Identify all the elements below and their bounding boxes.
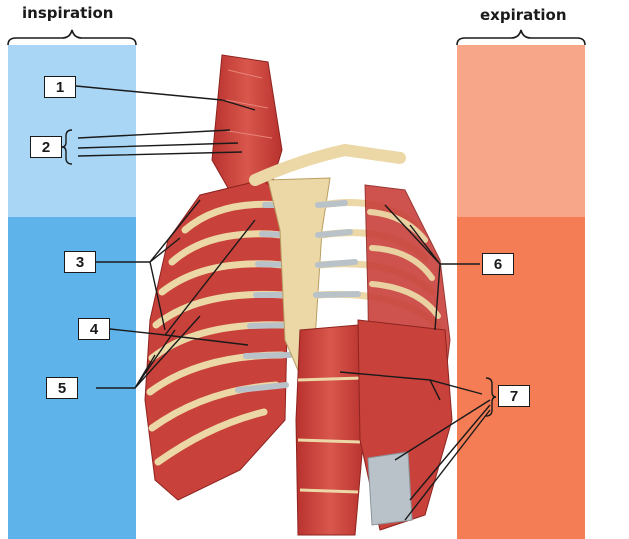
label-2: 2 — [30, 136, 62, 158]
inspiration-brace — [7, 29, 137, 46]
left-rib-cage — [144, 179, 291, 501]
thorax-illustration — [144, 54, 453, 536]
expiration-panel-upper — [457, 45, 585, 217]
expiration-panel — [457, 45, 585, 539]
label-3: 3 — [64, 251, 96, 273]
expiration-panel-lower — [457, 217, 585, 539]
expiration-brace — [456, 29, 586, 46]
inspiration-panel-upper — [8, 45, 136, 217]
leader-lines — [75, 85, 491, 521]
inspiration-panel — [8, 45, 136, 539]
expiration-heading: expiration — [480, 6, 567, 24]
label-7: 7 — [498, 385, 530, 407]
rectus-abdominis — [295, 324, 366, 536]
label-6: 6 — [482, 253, 514, 275]
inspiration-heading: inspiration — [22, 4, 114, 22]
aponeurosis — [367, 451, 413, 526]
label-4: 4 — [78, 318, 110, 340]
label-5: 5 — [46, 377, 78, 399]
label-7-bracket — [485, 377, 497, 417]
label-2-bracket — [61, 129, 73, 165]
clavicle — [249, 143, 406, 186]
label-1: 1 — [44, 76, 76, 98]
